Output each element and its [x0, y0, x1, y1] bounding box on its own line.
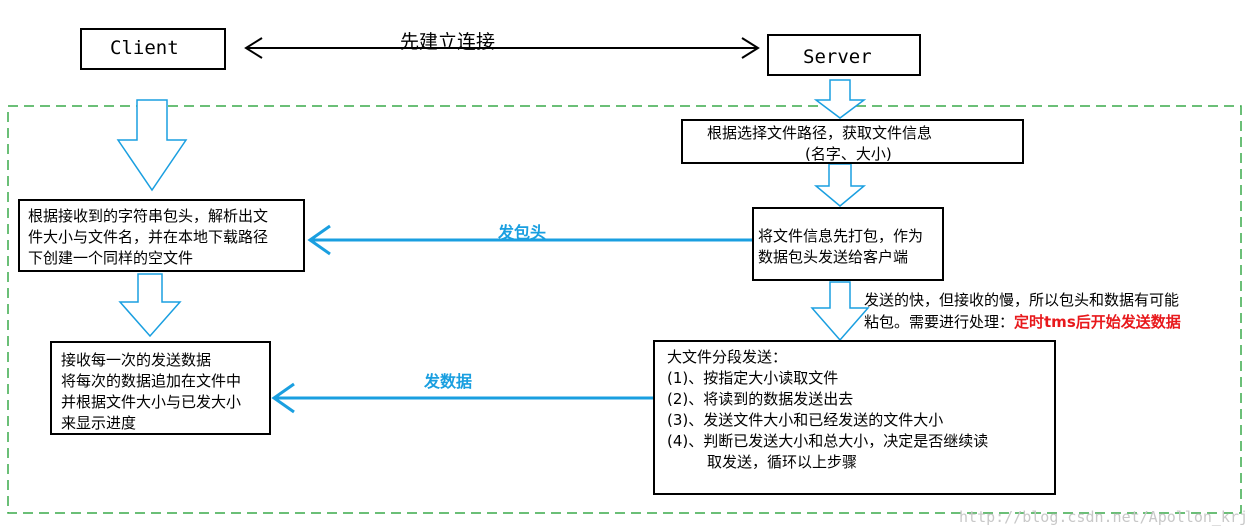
server-label: Server — [803, 46, 872, 68]
header-send-label: 发包头 — [498, 223, 547, 242]
flow-arrow-fileinfo-to-pack — [813, 163, 867, 207]
server-step-get-file-info: 根据选择文件路径，获取文件信息 (名字、大小) — [681, 119, 1024, 164]
client-node: Client — [80, 28, 226, 70]
note-line1: 发送的快，但接收的慢，所以包头和数据有可能 — [864, 291, 1180, 309]
server-node: Server — [767, 34, 921, 76]
segment-item-4: (4)、判断已发送大小和总大小，决定是否继续读 — [667, 432, 989, 450]
client-step2-line2: 将每次的数据追加在文件中 — [61, 372, 242, 390]
server-step-segment-send: 大文件分段发送： (1)、按指定大小读取文件 (2)、将读到的数据发送出去 (3… — [653, 340, 1056, 495]
connection-label: 先建立连接 — [400, 31, 496, 53]
server-step2-line2: 数据包头发送给客户端 — [758, 248, 909, 266]
flow-arrow-server-to-fileinfo — [813, 79, 867, 119]
flow-arrow-parse-to-receive — [118, 273, 182, 338]
server-step2-line1: 将文件信息先打包，作为 — [758, 227, 924, 245]
client-step1-line1: 根据接收到的字符串包头，解析出文 — [28, 207, 269, 225]
segment-title: 大文件分段发送： — [667, 348, 788, 366]
flow-arrow-pack-to-segment — [810, 281, 870, 342]
server-step1-line2: (名字、大小) — [805, 145, 892, 163]
server-step1-line1: 根据选择文件路径，获取文件信息 — [707, 124, 933, 142]
header-send-arrow — [307, 224, 752, 256]
client-label: Client — [110, 37, 179, 59]
connection-double-arrow — [244, 37, 760, 59]
server-step-pack-header: 将文件信息先打包，作为 数据包头发送给客户端 — [752, 207, 944, 281]
client-step2-line3: 并根据文件大小与已发大小 — [61, 393, 242, 411]
segment-item-2: (2)、将读到的数据发送出去 — [667, 390, 854, 408]
data-send-arrow — [271, 382, 654, 414]
note-highlight: 定时tms后开始发送数据 — [1014, 313, 1181, 331]
flow-arrow-client-to-parse — [116, 99, 188, 192]
segment-item-4-cont: 取发送，循环以上步骤 — [707, 453, 858, 471]
process-region-dashed-border — [7, 105, 1242, 514]
data-send-label: 发数据 — [424, 372, 473, 391]
client-step-parse-header: 根据接收到的字符串包头，解析出文 件大小与文件名，并在本地下载路径 下创建一个同… — [18, 199, 305, 272]
client-step1-line3: 下创建一个同样的空文件 — [28, 249, 194, 267]
watermark: http://blog.csdn.net/Apollon_krj — [959, 508, 1248, 526]
client-step1-line2: 件大小与文件名，并在本地下载路径 — [28, 228, 269, 246]
note-line2: 粘包。需要进行处理： — [864, 313, 1015, 331]
client-step2-line1: 接收每一次的发送数据 — [61, 351, 212, 369]
segment-item-3: (3)、发送文件大小和已经发送的文件大小 — [667, 411, 944, 429]
client-step-receive-data: 接收每一次的发送数据 将每次的数据追加在文件中 并根据文件大小与已发大小 来显示… — [50, 341, 271, 435]
sticky-packet-note: 发送的快，但接收的慢，所以包头和数据有可能 粘包。需要进行处理：定时tms后开始… — [864, 289, 1181, 333]
segment-item-1: (1)、按指定大小读取文件 — [667, 369, 839, 387]
client-step2-line4: 来显示进度 — [61, 414, 137, 432]
